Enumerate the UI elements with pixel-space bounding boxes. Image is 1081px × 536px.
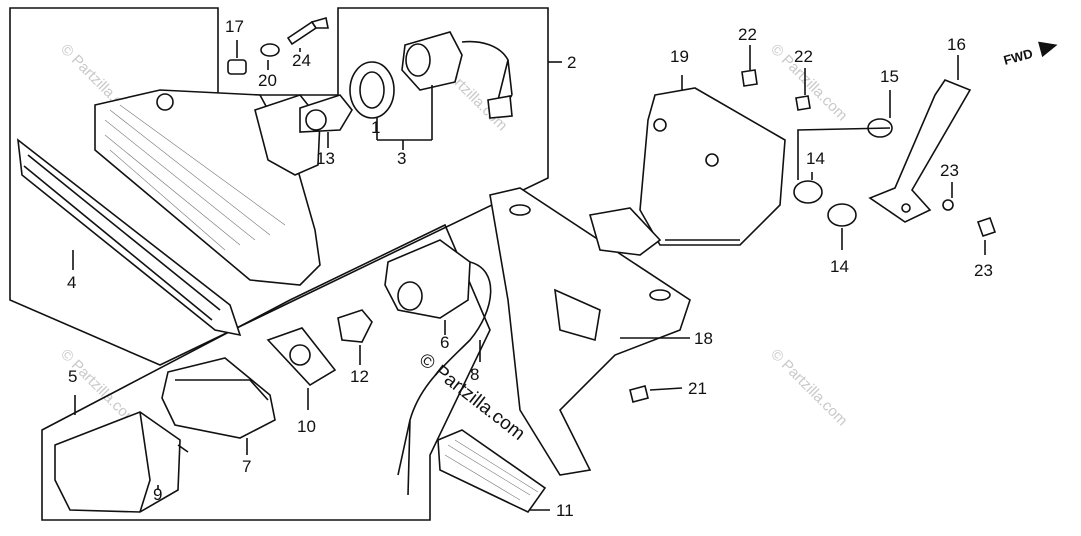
callout-4: 4	[67, 273, 76, 292]
callout-labels: 1 2 3 4 5 6 7 8 9 10 11 12 13 14 14 15 1…	[67, 17, 993, 520]
callout-23a: 23	[940, 161, 959, 180]
license-bracket-18	[489, 187, 691, 476]
fwd-label: FWD	[1002, 46, 1034, 68]
callout-10: 10	[297, 417, 316, 436]
screw-22-right	[795, 95, 811, 111]
watermark-center: © Partzilla.com	[415, 349, 529, 444]
screw-24	[286, 16, 329, 46]
lens-7	[161, 357, 276, 439]
callout-21: 21	[688, 379, 707, 398]
connector-upper	[487, 95, 513, 119]
callout-13: 13	[316, 149, 335, 168]
callout-14a: 14	[806, 149, 825, 168]
bulb-13	[299, 94, 353, 133]
stay-16	[868, 79, 972, 223]
socket-3	[401, 31, 463, 91]
watermark-bottom-right: © Partzilla.com	[767, 346, 850, 429]
upper-assembly-frame	[9, 7, 549, 366]
callout-17: 17	[225, 17, 244, 36]
callout-3: 3	[397, 149, 406, 168]
grommet-14-lower	[827, 203, 857, 227]
lower-assembly-frame	[41, 223, 491, 521]
callout-2: 2	[567, 53, 576, 72]
callout-6: 6	[440, 333, 449, 352]
lens-rim	[16, 138, 242, 337]
callout-15: 15	[880, 67, 899, 86]
callout-24: 24	[292, 51, 311, 70]
lower-wire	[397, 261, 492, 496]
nut-17	[227, 59, 247, 75]
callout-1: 1	[371, 118, 380, 137]
nut-23-lower	[976, 216, 997, 238]
callout-12: 12	[350, 367, 369, 386]
fwd-arrow-icon	[1038, 41, 1058, 58]
callout-18: 18	[694, 329, 713, 348]
gasket-10	[266, 327, 337, 387]
reflector-11	[437, 429, 547, 514]
callout-9: 9	[153, 485, 162, 504]
callout-20: 20	[258, 71, 277, 90]
callout-23b: 23	[974, 261, 993, 280]
callout-5: 5	[68, 367, 77, 386]
callout-22a: 22	[738, 25, 757, 44]
callout-19: 19	[670, 47, 689, 66]
callout-11: 11	[556, 501, 574, 520]
washer-20	[260, 43, 280, 57]
callout-8: 8	[470, 365, 479, 384]
lens-housing-9	[54, 411, 189, 513]
mount-bracket-19	[588, 87, 786, 256]
bolt-21	[629, 385, 649, 403]
gasket-1	[349, 61, 395, 119]
callout-14b: 14	[830, 257, 849, 276]
forward-direction-indicator: FWD	[1002, 41, 1058, 68]
leader-lines	[72, 40, 986, 511]
nut-23-upper	[942, 199, 954, 211]
callout-16: 16	[947, 35, 966, 54]
callout-22b: 22	[794, 47, 813, 66]
callout-7: 7	[242, 457, 251, 476]
screw-22-left	[741, 69, 758, 87]
socket-6	[384, 239, 471, 319]
grommet-14-upper	[793, 180, 823, 204]
bulb-12	[337, 309, 373, 343]
